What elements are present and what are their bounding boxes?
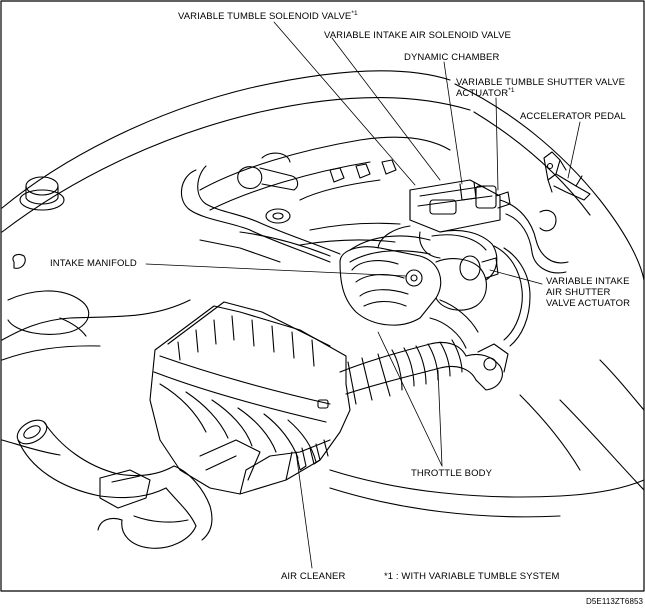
label-variable-tumble-shutter-line1: VARIABLE TUMBLE SHUTTER VALVE (456, 77, 626, 88)
accelerator-bracket (543, 151, 591, 201)
leader-air-cleaner (295, 451, 313, 569)
label-variable-intake-air-shutter-line1: VARIABLE INTAKE (546, 276, 630, 287)
engine-head (199, 136, 451, 263)
callout-leaders (145, 21, 581, 569)
label-intake-manifold: INTAKE MANIFOLD (50, 258, 137, 269)
label-variable-intake-air-solenoid-valve: VARIABLE INTAKE AIR SOLENOID VALVE (324, 30, 511, 41)
air-cleaner-box (149, 301, 351, 495)
leader-intake-manifold (145, 263, 407, 277)
label-air-cleaner: AIR CLEANER (281, 571, 346, 582)
intake-manifold-assembly (339, 246, 499, 349)
label-dynamic-chamber: DYNAMIC CHAMBER (404, 52, 500, 63)
leader-variable-tumble-solenoid-valve (273, 21, 416, 186)
label-variable-intake-air-shutter-line2: AIR SHUTTER (546, 287, 611, 298)
label-figure-code: D5E113ZT6853 (586, 597, 644, 606)
left-hose (180, 152, 341, 263)
label-accelerator-pedal: ACCELERATOR PEDAL (520, 111, 626, 122)
intake-snorkel (16, 419, 261, 549)
label-throttle-body: THROTTLE BODY (411, 468, 493, 479)
dynamic-chamber-assembly (349, 179, 511, 281)
leader-variable-intake-air-shutter-actuator (489, 269, 543, 285)
leader-variable-intake-air-solenoid-valve (331, 37, 441, 181)
label-variable-intake-air-shutter-line3: VALVE ACTUATOR (546, 298, 631, 309)
leader-dynamic-chamber (443, 61, 463, 185)
leader-variable-tumble-shutter-actuator (495, 97, 499, 191)
leader-throttle-body (437, 369, 443, 467)
leader-throttle-body-2 (377, 331, 443, 467)
right-hoses (493, 199, 569, 347)
left-strut-cap (7, 176, 90, 337)
label-footnote: *1 : WITH VARIABLE TUMBLE SYSTEM (384, 571, 560, 582)
label-variable-tumble-shutter-line2: ACTUATOR*1 (456, 87, 515, 99)
leader-accelerator-pedal (567, 121, 581, 179)
vehicle-body-outline (1, 70, 645, 518)
figure-frame (0, 0, 645, 592)
air-intake-duct (339, 339, 509, 405)
label-variable-tumble-solenoid-valve: VARIABLE TUMBLE SOLENOID VALVE*1 (178, 10, 358, 22)
